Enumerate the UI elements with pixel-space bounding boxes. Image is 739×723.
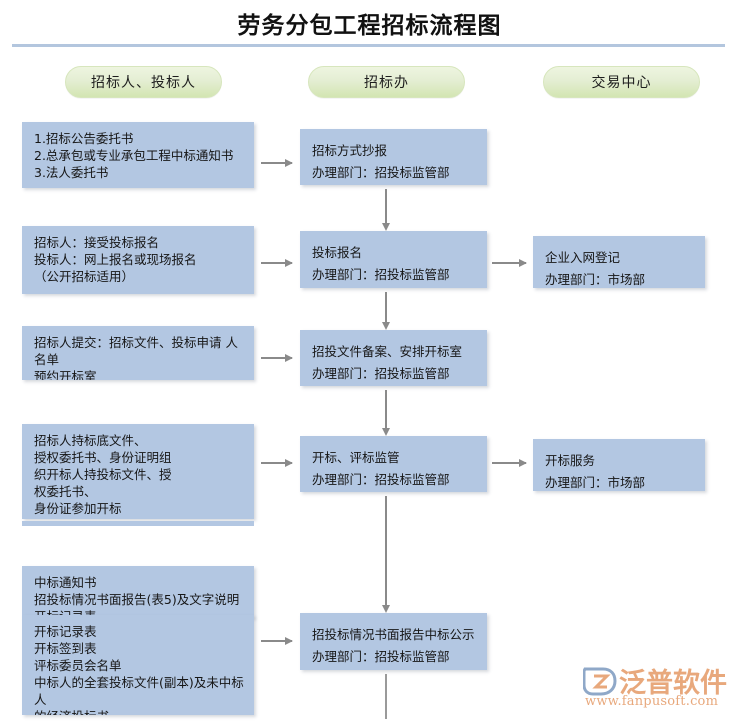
fanpu-logo-icon — [583, 667, 617, 696]
left-box-6[interactable]: 开标记录表 开标签到表 评标委员会名单 中标人的全套投标文件(副本)及未中标人 … — [22, 615, 254, 715]
watermark-logo: 泛普软件 www.fanpusoft.com — [583, 661, 733, 717]
arrow-mid1-to-mid2 — [382, 189, 390, 231]
arrow-left6-to-mid5 — [261, 637, 293, 645]
arrow-mid4-to-mid5 — [382, 496, 390, 613]
mid-box-2[interactable]: 投标报名 办理部门：招投标监管部 — [300, 231, 487, 288]
arrow-left2-to-mid2 — [261, 259, 293, 267]
mid-box-3[interactable]: 招投文件备案、安排开标室 办理部门：招投标监管部 — [300, 330, 487, 386]
line-mid5-continues — [385, 674, 387, 719]
lane-header-trade-center-label: 交易中心 — [591, 75, 652, 91]
arrow-mid4-to-right2 — [492, 459, 527, 467]
mid-box-4[interactable]: 开标、评标监管 办理部门：招投标监管部 — [300, 436, 487, 492]
left-box-1[interactable]: 1.招标公告委托书 2.总承包或专业承包工程中标通知书 3.法人委托书 — [22, 122, 254, 188]
arrow-mid2-to-right1 — [492, 259, 527, 267]
lane-header-bidder[interactable]: 招标人、投标人 — [65, 66, 222, 98]
lane-header-trade-center[interactable]: 交易中心 — [543, 66, 700, 98]
page-title: 劳务分包工程招标流程图 — [237, 12, 502, 39]
mid-box-1[interactable]: 招标方式抄报 办理部门：招投标监管部 — [300, 129, 487, 185]
arrow-left4-to-mid4 — [261, 459, 293, 467]
left-box-4[interactable]: 招标人持标底文件、 授权委托书、身份证明组 织开标人持投标文件、授 权委托书、 … — [22, 424, 254, 519]
left-box-2[interactable]: 招标人：接受投标报名 投标人：网上报名或现场报名 （公开招标适用） — [22, 226, 254, 294]
lane-header-bid-office[interactable]: 招标办 — [308, 66, 465, 98]
left-divider-rule — [22, 521, 254, 526]
watermark-brand: 泛普软件 — [619, 668, 727, 699]
arrow-mid2-to-mid3 — [382, 292, 390, 330]
left-box-5[interactable]: 中标通知书 招投标情况书面报告(表5)及文字说明 开标记录表 — [22, 566, 254, 618]
lane-header-bidder-label: 招标人、投标人 — [91, 75, 196, 91]
left-box-3[interactable]: 招标人提交：招标文件、投标申请 人名单 预约开标室 — [22, 326, 254, 380]
watermark-url: www.fanpusoft.com — [585, 694, 719, 709]
arrow-mid3-to-mid4 — [382, 390, 390, 436]
title-divider — [12, 44, 725, 47]
right-box-2[interactable]: 开标服务 办理部门：市场部 — [533, 439, 705, 491]
lane-header-bid-office-label: 招标办 — [364, 75, 409, 91]
right-box-1[interactable]: 企业入网登记 办理部门：市场部 — [533, 236, 705, 288]
mid-box-5[interactable]: 招投标情况书面报告中标公示 办理部门：招投标监管部 — [300, 613, 487, 670]
arrow-left3-to-mid3 — [261, 354, 293, 362]
arrow-left1-to-mid1 — [261, 159, 293, 167]
